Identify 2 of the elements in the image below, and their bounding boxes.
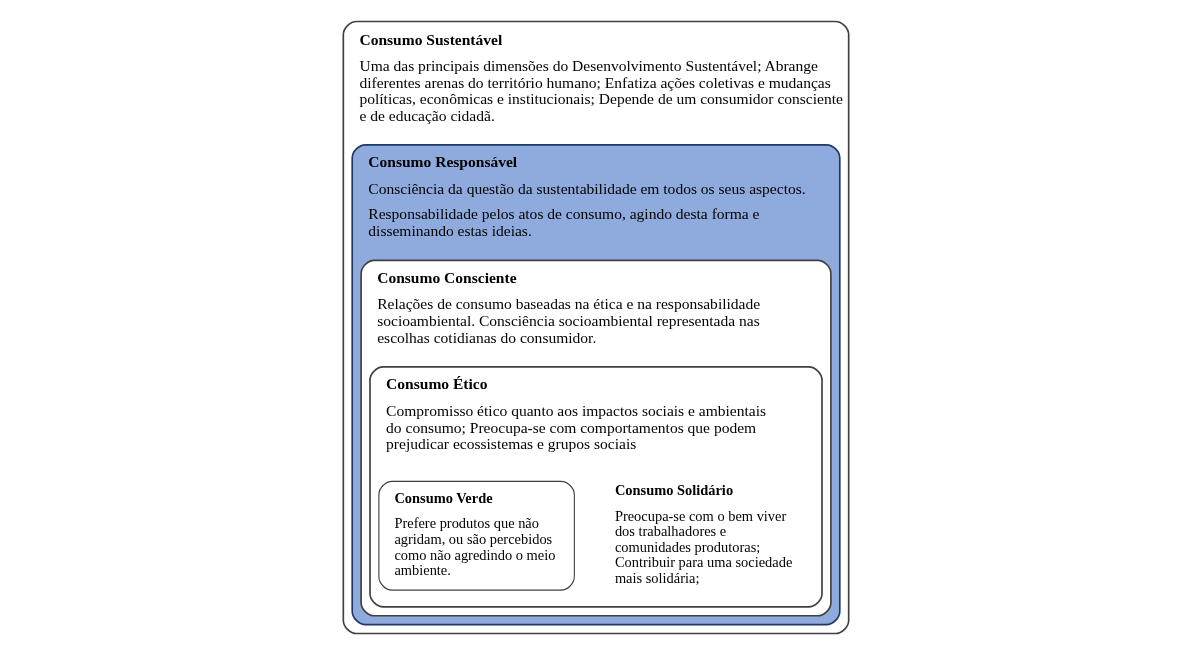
node-text: Consumo Solidário Preocupa-se com o bem viver dos trabalhadores e comunidades produtoras; Contribuir para uma sociedade mais solidária; xyxy=(614,482,793,586)
node-box: Consumo Verde Prefere produtos que não agridam, ou são percebidos como não agredindo o meio ambiente. xyxy=(378,480,575,591)
